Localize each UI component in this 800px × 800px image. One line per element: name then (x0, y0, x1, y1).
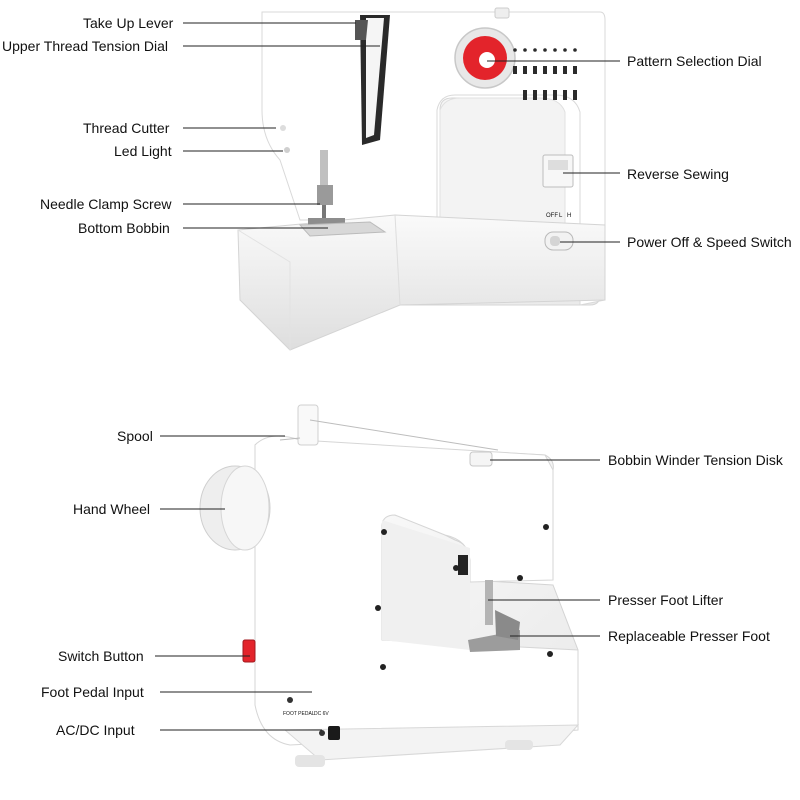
callout-presser-lifter: Presser Foot Lifter (608, 592, 723, 608)
foot-pedal-tag: FOOT PEDAL (283, 711, 315, 717)
callout-needle-clamp: Needle Clamp Screw (40, 196, 172, 212)
callout-pattern-dial: Pattern Selection Dial (627, 53, 762, 69)
callout-bottom-bobbin: Bottom Bobbin (78, 220, 170, 236)
callout-hand-wheel: Hand Wheel (73, 501, 150, 517)
dc-tag: DC 6V (314, 711, 329, 717)
callout-take-up-lever: Take Up Lever (83, 15, 173, 31)
callout-led-light: Led Light (114, 143, 172, 159)
callout-spool: Spool (117, 428, 153, 444)
front-view-machine (238, 8, 605, 350)
callout-switch-button: Switch Button (58, 648, 144, 664)
callout-presser-foot: Replaceable Presser Foot (608, 628, 770, 644)
callout-reverse-sewing: Reverse Sewing (627, 166, 729, 182)
back-view-machine (200, 405, 578, 767)
callout-foot-pedal: Foot Pedal Input (41, 684, 144, 700)
speed-low-tag: L (559, 213, 562, 220)
callout-acdc: AC/DC Input (56, 722, 135, 738)
speed-off-tag: OFF (546, 213, 558, 220)
callout-thread-cutter: Thread Cutter (83, 120, 169, 136)
callout-upper-tension: Upper Thread Tension Dial (2, 38, 168, 54)
callout-power-speed: Power Off & Speed Switch (627, 234, 792, 250)
callout-bobbin-winder: Bobbin Winder Tension Disk (608, 452, 783, 468)
speed-high-tag: H (567, 213, 571, 220)
